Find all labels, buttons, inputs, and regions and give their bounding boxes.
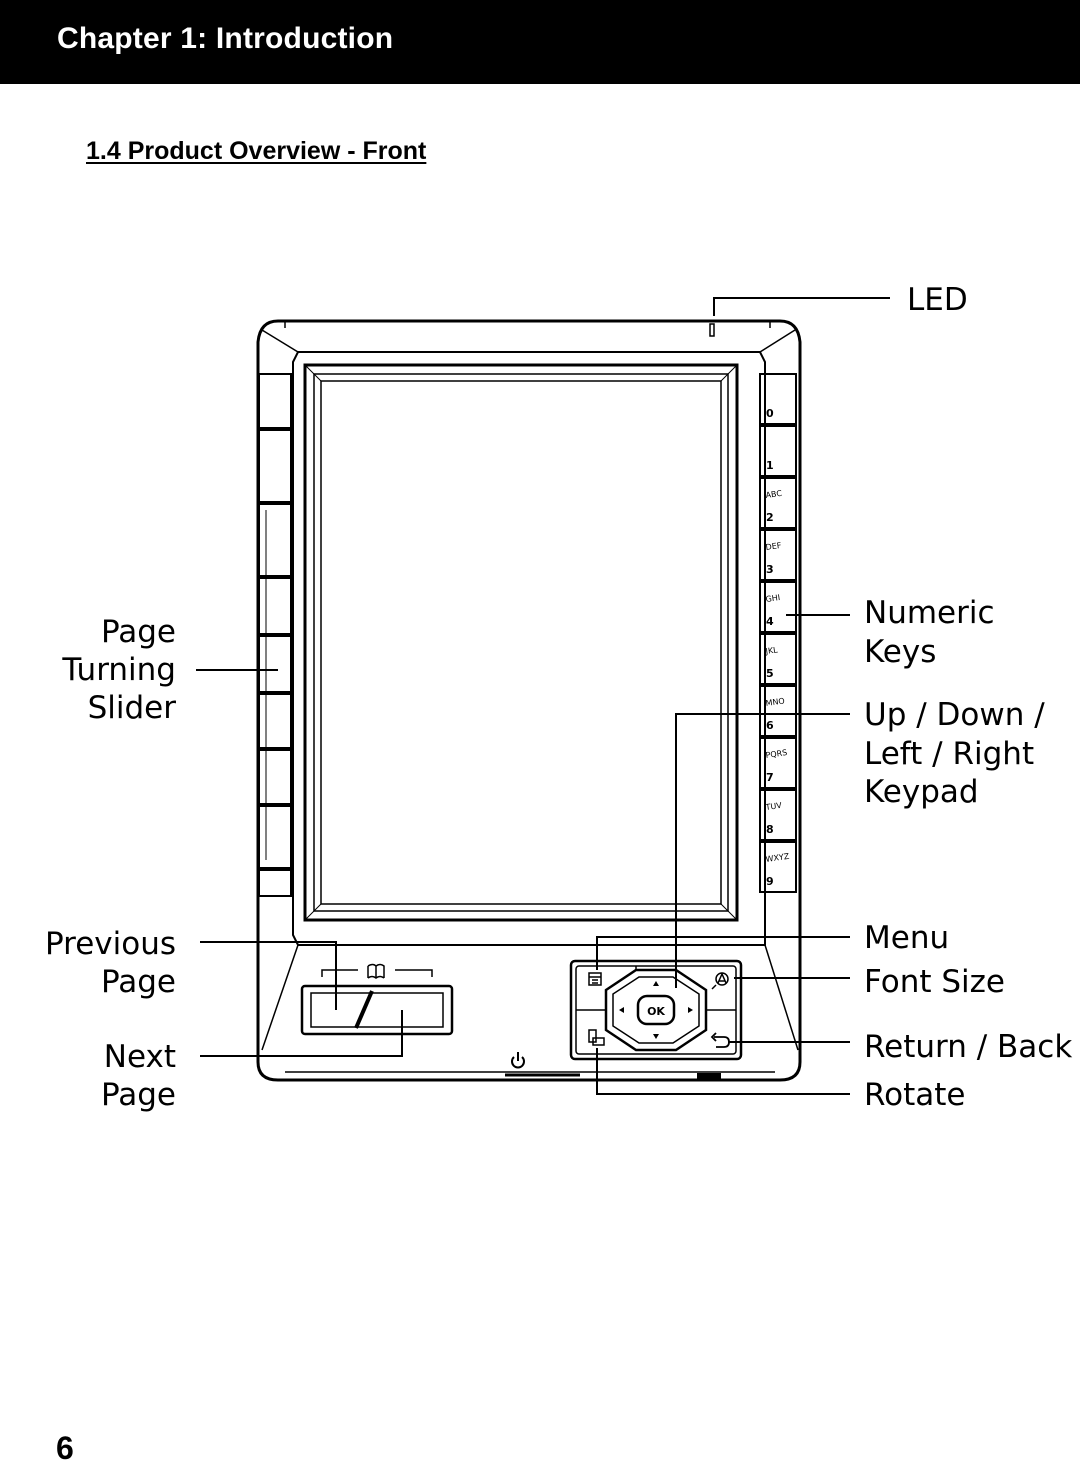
numeric-key-letters: MNO [765, 696, 785, 708]
usb-port [697, 1073, 721, 1079]
numeric-key-digit: 1 [766, 459, 774, 472]
menu-label: Menu [864, 920, 949, 956]
direction-pad[interactable] [604, 968, 708, 1052]
ereader-device [256, 319, 802, 1082]
device-bezel [292, 351, 766, 946]
rotate-label: Rotate [864, 1077, 966, 1113]
numeric-key-letters: PQRS [765, 748, 788, 760]
numeric-key-5[interactable] [759, 633, 797, 685]
keypad-label-line1: Up / Down / [864, 697, 1045, 733]
numeric-key-digit: 6 [766, 719, 774, 732]
numeric-key-8[interactable] [759, 789, 797, 841]
numeric-key-letters: TUV [764, 801, 783, 812]
numeric-key-letters: WXYZ [765, 852, 790, 864]
previous-page-label-line2: Page [101, 964, 176, 1000]
numeric-keys-label-line2: Keys [864, 634, 936, 670]
e-ink-screen [320, 380, 722, 905]
font-size-label: Font Size [864, 964, 1005, 1000]
numeric-key-digit: 4 [766, 615, 774, 628]
numeric-key-1[interactable] [759, 425, 797, 477]
led-indicator [709, 323, 715, 337]
book-icon [367, 963, 385, 979]
right-arrow-icon [688, 1007, 693, 1013]
control-panel [569, 959, 743, 1061]
left-arrow-icon [619, 1007, 624, 1013]
numeric-key-letters: ABC [765, 489, 783, 500]
numeric-key-digit: 8 [766, 823, 774, 836]
numeric-key-6[interactable] [759, 685, 797, 737]
numeric-keys-label-line1: Numeric [864, 595, 995, 631]
next-page-label-line1: Next [104, 1039, 176, 1075]
callout-leader-lines [196, 297, 890, 1095]
return-back-label: Return / Back [864, 1029, 1072, 1065]
device-shell [256, 319, 802, 1082]
numeric-key-0[interactable] [759, 373, 797, 425]
keypad-label-line2: Left / Right [864, 736, 1034, 772]
numeric-key-letters: DEF [765, 541, 782, 552]
bottom-controls: OK [300, 959, 743, 1069]
numeric-key-4[interactable] [759, 581, 797, 633]
slider-label-line2: Turning [61, 652, 176, 688]
page-turning-slider[interactable] [258, 373, 292, 897]
ok-button[interactable] [636, 994, 676, 1026]
numeric-key-7[interactable] [759, 737, 797, 789]
numeric-key-digit: 5 [766, 667, 774, 680]
down-arrow-icon [653, 1034, 659, 1039]
numeric-key-digit: 2 [766, 511, 774, 524]
numeric-key-digit: 7 [766, 771, 774, 784]
section-title: 1.4 Product Overview - Front [86, 137, 427, 165]
led-label: LED [907, 282, 968, 318]
numeric-key-digit: 0 [766, 407, 774, 420]
ok-button-label: OK [647, 1005, 665, 1018]
numeric-key-2[interactable] [759, 477, 797, 529]
numeric-key-letters: GHI [765, 593, 781, 604]
menu-icon[interactable] [588, 972, 602, 986]
page-rocker[interactable] [300, 984, 454, 1036]
chapter-title: Chapter 1: Introduction [57, 22, 394, 55]
up-arrow-icon [653, 981, 659, 986]
rotate-icon[interactable] [588, 1029, 605, 1046]
next-page-label-line2: Page [101, 1077, 176, 1113]
power-icon[interactable] [511, 1052, 525, 1069]
callout-labels: LED Numeric Keys Up / Down / Left / Righ… [45, 282, 1072, 1113]
chapter-header-bar: Chapter 1: Introduction [0, 0, 1080, 84]
slider-label-line3: Slider [88, 690, 177, 726]
font-size-icon[interactable] [711, 972, 729, 990]
screen-frame [303, 363, 739, 922]
slider-label-line1: Page [101, 614, 176, 650]
numeric-key-3[interactable] [759, 529, 797, 581]
numeric-key-digit: 3 [766, 563, 774, 576]
numeric-key-digit: 9 [766, 875, 774, 888]
previous-page-label-line1: Previous [45, 926, 176, 962]
rocker-divider [354, 990, 374, 1029]
return-icon[interactable] [710, 1032, 730, 1048]
page-number: 6 [56, 1430, 74, 1466]
keypad-label-line3: Keypad [864, 774, 979, 810]
numeric-key-9[interactable] [759, 841, 797, 893]
numeric-key-letters: JKL [764, 645, 779, 656]
